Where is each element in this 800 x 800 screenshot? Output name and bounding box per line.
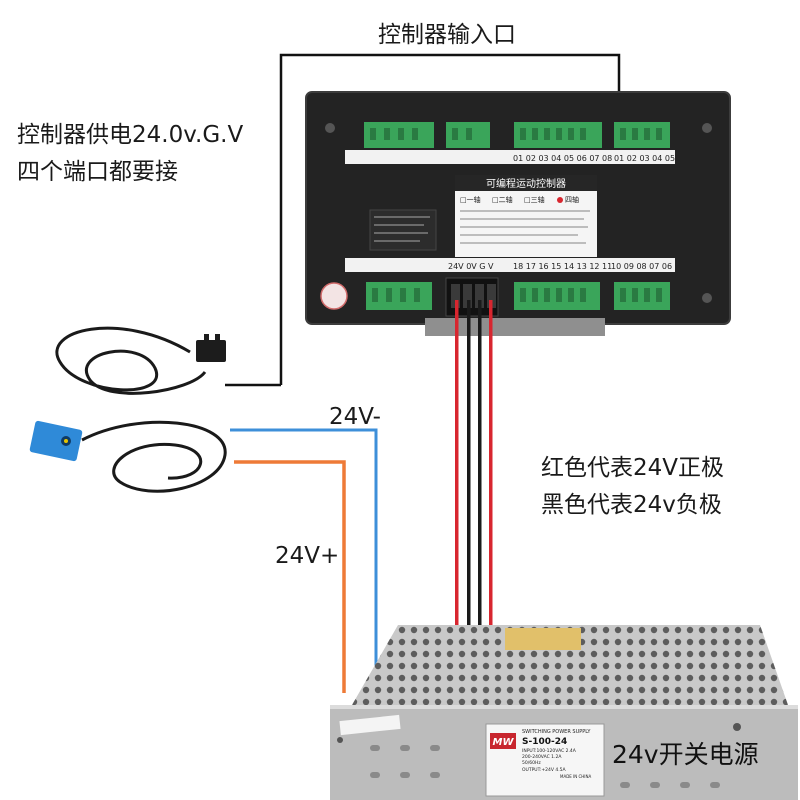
bottom-output-numbers: 18 17 16 15 14 13 12 11 bbox=[513, 262, 612, 271]
quality-seal-icon bbox=[320, 282, 348, 310]
psu-brand-logo: MW bbox=[493, 737, 515, 748]
barcode-sticker bbox=[339, 714, 401, 736]
red-wire-note: 红色代表24V正极 bbox=[541, 455, 725, 481]
black-wire-note: 黑色代表24v负极 bbox=[541, 492, 722, 518]
psu-origin: MADE IN CHINA bbox=[560, 774, 591, 779]
power-supply-label: 24v开关电源 bbox=[612, 740, 759, 769]
axis-option-2: □二轴 bbox=[492, 195, 513, 204]
positive-wire-label: 24V+ bbox=[275, 543, 340, 569]
top-warning-sticker bbox=[505, 628, 581, 650]
negative-wire-label: 24V- bbox=[329, 404, 381, 430]
proximity-sensor bbox=[29, 420, 227, 493]
axis-option-4: 四轴 bbox=[565, 195, 579, 204]
supply-note-line2: 四个端口都要接 bbox=[17, 159, 178, 185]
controller-bracket bbox=[425, 318, 605, 336]
slot-sensor bbox=[55, 326, 226, 395]
psu-heading: SWITCHING POWER SUPPLY bbox=[522, 729, 591, 735]
top-input-numbers-b: 01 02 03 04 05 bbox=[614, 154, 675, 163]
axis-option-4-marker bbox=[557, 197, 563, 203]
psu-spec-freq: 50/60Hz bbox=[522, 760, 541, 766]
top-input-numbers: 01 02 03 04 05 06 07 08 bbox=[513, 154, 612, 163]
supply-note-line1: 控制器供电24.0v.G.V bbox=[17, 122, 244, 148]
axis-option-3: □三轴 bbox=[524, 195, 545, 204]
supply-wires bbox=[455, 300, 493, 638]
psu-model: S-100-24 bbox=[522, 737, 567, 747]
motion-controller: 01 02 03 04 05 06 07 08 01 02 03 04 05 可… bbox=[305, 91, 731, 336]
psu-spec-input2: 200-240VAC 1.2A bbox=[522, 754, 562, 760]
bottom-terminal-blocks bbox=[366, 277, 670, 317]
switching-power-supply: MW SWITCHING POWER SUPPLY S-100-24 INPUT… bbox=[330, 625, 798, 800]
bottom-power-terminals: 24V 0V G V bbox=[448, 262, 494, 271]
bottom-output-numbers-b: 10 09 08 07 06 bbox=[611, 262, 672, 271]
psu-spec-input: INPUT:100-120VAC 2.4A bbox=[522, 748, 577, 754]
controller-info-panel: 可编程运动控制器 □一轴 □二轴 □三轴 四轴 bbox=[455, 175, 597, 257]
orange-wire bbox=[234, 460, 346, 693]
controller-panel-title: 可编程运动控制器 bbox=[486, 177, 566, 190]
psu-spec-output: OUTPUT:+24V 4.5A bbox=[522, 767, 567, 773]
axis-option-1: □一轴 bbox=[460, 195, 481, 204]
input-port-label: 控制器输入口 bbox=[378, 22, 516, 48]
blue-wire bbox=[230, 428, 378, 680]
top-terminal-blocks bbox=[364, 122, 670, 148]
